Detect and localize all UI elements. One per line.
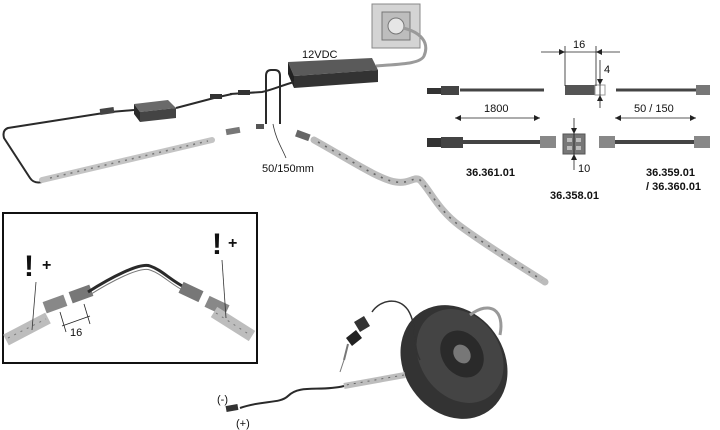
dim-10-arrow-bottom [571,154,577,160]
inset-connector-left-a [42,294,68,314]
inline-connector [210,94,222,99]
dim-10-arrow-top [571,128,577,134]
led-strip-main-dots [317,141,543,281]
connector-small-2 [256,124,264,129]
inset-connector-right-a [178,281,204,303]
code-connector: 36.358.01 [550,190,599,202]
power-supply-unit [288,58,378,88]
inset-content: 16 ! + ! + [3,228,256,346]
dim-cable-length-options-label: 50 / 150 [634,103,674,115]
dim-4-arrow-top [597,79,603,85]
code-link-cable-a: 36.359.01 [646,167,695,179]
polarity-positive-label: (+) [236,418,250,430]
psu-voltage-label: 12VDC [302,49,338,61]
inset-dim-label: 16 [70,327,82,339]
connector-top [565,84,606,96]
dim-50-150-arrow-left [615,115,621,121]
feed-cable-bottom [427,136,556,148]
connector-small-1 [225,126,241,136]
controller-box [134,100,176,122]
inline-connector-2 [238,90,250,95]
inset-frame [2,212,258,364]
polarity-negative-label: (-) [217,394,228,406]
short-cable-length-label: 50/150mm [262,163,314,175]
code-feed-cable: 36.361.01 [466,167,515,179]
soldering-iron-icon [339,300,421,373]
inset-link-cable [87,263,187,294]
lead-wire [239,385,345,409]
dim-connector-height-label: 4 [604,64,610,76]
wall-socket [371,3,421,49]
warning-icon-right: ! [212,228,222,261]
mains-cable [375,26,428,68]
dim-1800-arrow-left [455,115,461,121]
dim-16-arrow-left [559,49,565,55]
dim-connector-width-label: 16 [573,39,585,51]
short-cable-leader [272,123,287,159]
led-strip-left [39,137,215,183]
led-strip-reel [400,305,508,419]
dim-clip-width-label: 10 [578,163,590,175]
lead-wire-connector [225,404,239,412]
plus-icon-right: + [228,235,237,252]
plus-icon-left: + [42,257,51,274]
left-loop-connector [99,107,115,115]
code-link-cable-b: / 36.360.01 [646,181,701,193]
left-loop-cable [2,109,135,184]
dim-50-150-arrow-right [690,115,696,121]
inset-connector-left-b [68,284,94,304]
psu-output-cable [229,81,295,95]
warning-icon-left: ! [24,250,34,283]
short-link-cable [265,69,281,124]
dim-cable-length-label: 1800 [484,103,508,115]
link-cable-top [616,85,710,95]
dim-1800-arrow-right [534,115,540,121]
led-strip-main [310,136,549,286]
reel-strip-out [343,372,406,389]
connector-small-3 [295,129,311,142]
dim-4-arrow-bottom [597,95,603,101]
dim-16-arrow-right [596,49,602,55]
feed-cable-top [427,86,544,95]
controller-to-junction-cable [175,93,233,109]
link-cable-bottom [599,136,710,148]
